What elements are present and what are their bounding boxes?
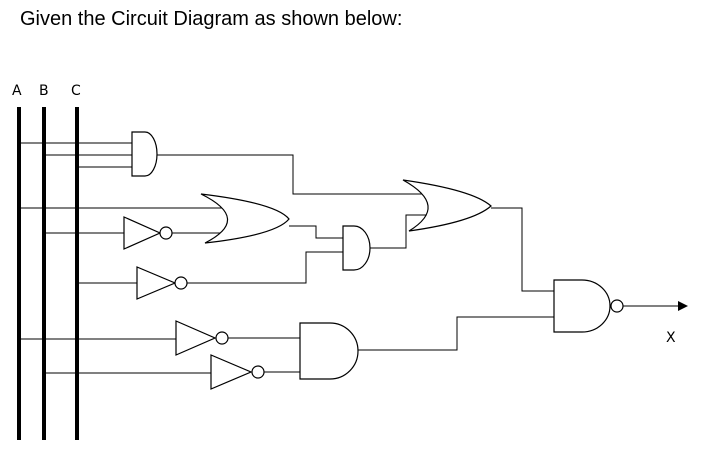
- wire-or1-to-and2: [289, 225, 343, 239]
- or-gate-1: [19, 193, 290, 244]
- and-gate-3: [299, 322, 359, 380]
- input-label-b: B: [39, 83, 49, 99]
- not-gate-b2: [44, 354, 265, 390]
- wire-and1-to-or2: [157, 154, 428, 195]
- input-label-a: A: [12, 83, 22, 99]
- wire-and2-to-or2: [370, 214, 434, 249]
- arrow-icon: [678, 301, 688, 311]
- not-gate-b1: [44, 216, 173, 250]
- and-gate-2: [342, 225, 371, 271]
- page-title: Given the Circuit Diagram as shown below…: [20, 8, 403, 30]
- wire-notc-to-and2: [187, 251, 343, 284]
- and-gate-1: [19, 131, 158, 177]
- wire-and3-to-nand: [358, 316, 554, 351]
- not-gate-c1: [77, 266, 188, 300]
- not-gate-a: [19, 320, 229, 356]
- input-label-c: C: [71, 83, 81, 99]
- wire-or2-to-nand: [491, 207, 554, 292]
- output-label-x: X: [666, 330, 676, 346]
- nand-gate: [553, 279, 624, 333]
- or-gate-2: [402, 179, 492, 232]
